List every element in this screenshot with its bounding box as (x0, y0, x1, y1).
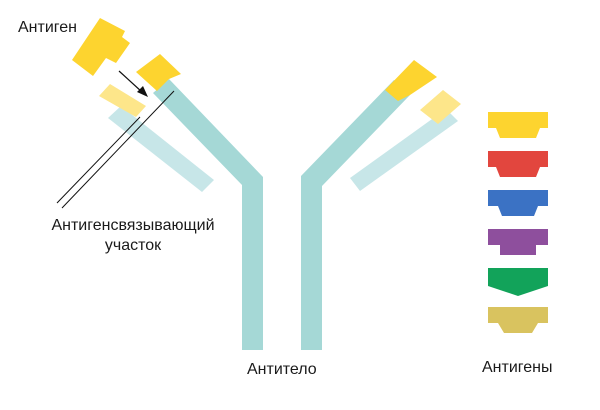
light-chain-right (350, 109, 458, 191)
variable-light-left (99, 84, 146, 117)
binding-site-label-line1: Антигенсвязывающий (51, 217, 215, 234)
bound-antigen (72, 18, 130, 76)
antigen-label: Антиген (18, 19, 77, 36)
antigen-legend (488, 112, 548, 333)
binding-arrow (118, 70, 148, 97)
light-chain-left (108, 106, 214, 192)
variable-heavy-right (385, 60, 437, 101)
heavy-chain-right (301, 80, 410, 350)
antigen-green-block (488, 268, 548, 296)
binding-site-label: Антигенсвязывающий участок (44, 216, 222, 256)
antigen-red-block (488, 151, 548, 177)
pointer-line-2 (61, 90, 175, 209)
heavy-chain-left (153, 79, 263, 350)
binding-site-label-line2: участок (104, 237, 162, 254)
antigen-blue-block (488, 190, 548, 216)
variable-heavy-left (136, 54, 181, 91)
variable-light-right (420, 90, 461, 124)
antigen-yellow-block (488, 112, 548, 138)
antigens-label: Антигены (482, 359, 553, 376)
pointer-line-1 (56, 116, 141, 204)
antigen-khaki-block (488, 307, 548, 333)
antibody-label: Антитело (247, 361, 317, 378)
antigen-purple-block (488, 229, 548, 255)
